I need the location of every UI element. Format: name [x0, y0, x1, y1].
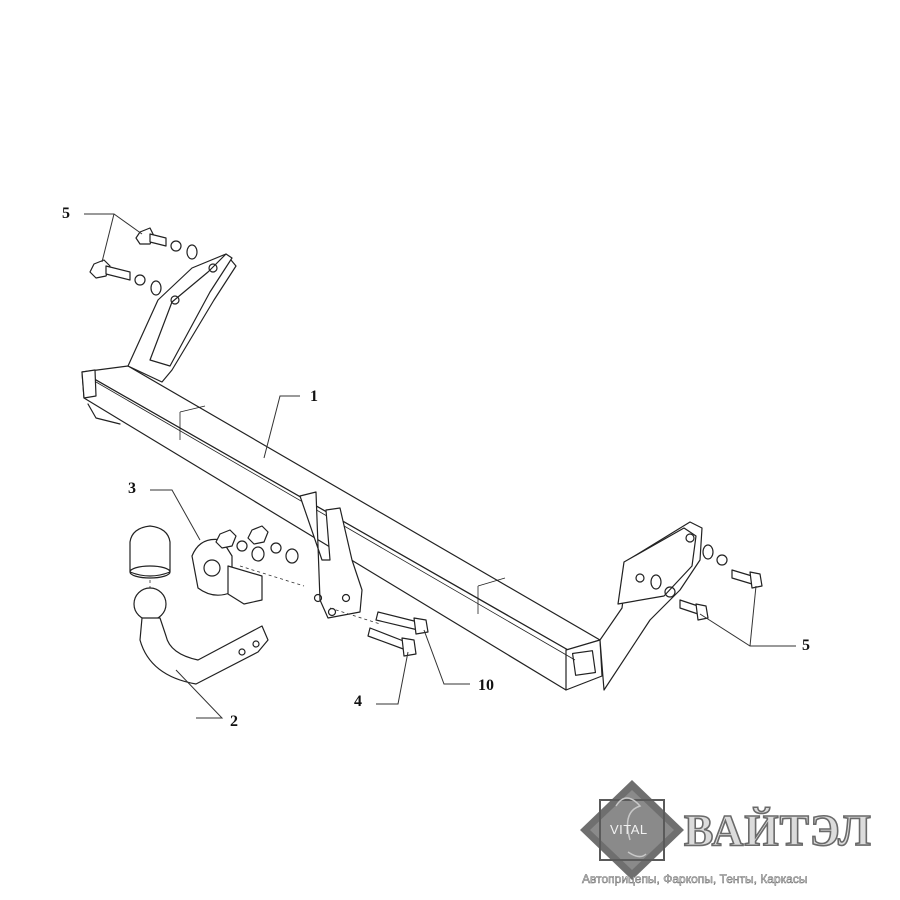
callout-2: 2: [230, 713, 238, 730]
callout-10: 10: [478, 677, 494, 694]
socket-fasteners: [215, 525, 299, 564]
left-mounting-bracket: [127, 253, 237, 383]
crossbar-beam: [81, 365, 603, 691]
logo-brand-name: ВАЙТЭЛ: [684, 806, 872, 855]
callout-3: 3: [128, 480, 136, 497]
logo-emblem-text: VITAL: [610, 822, 648, 837]
logo-tagline: Автоприцепы, Фаркопы, Тенты, Каркасы: [582, 872, 807, 886]
leader-lines: [84, 213, 796, 719]
right-mounting-bracket: [599, 521, 703, 691]
vital-logo: VITAL ВАЙТЭЛ Автоприцепы, Фаркопы, Тенты…: [580, 780, 872, 886]
left-fasteners: [89, 227, 198, 296]
callout-4: 4: [354, 693, 362, 710]
callout-5-right: 5: [802, 637, 810, 654]
callout-5-top-left: 5: [62, 205, 70, 222]
socket-plate: [191, 538, 305, 605]
right-fasteners: [650, 544, 763, 621]
tow-ball-arm: [129, 525, 269, 685]
vital-emblem-icon: VITAL: [580, 780, 684, 880]
callout-1: 1: [310, 388, 318, 405]
